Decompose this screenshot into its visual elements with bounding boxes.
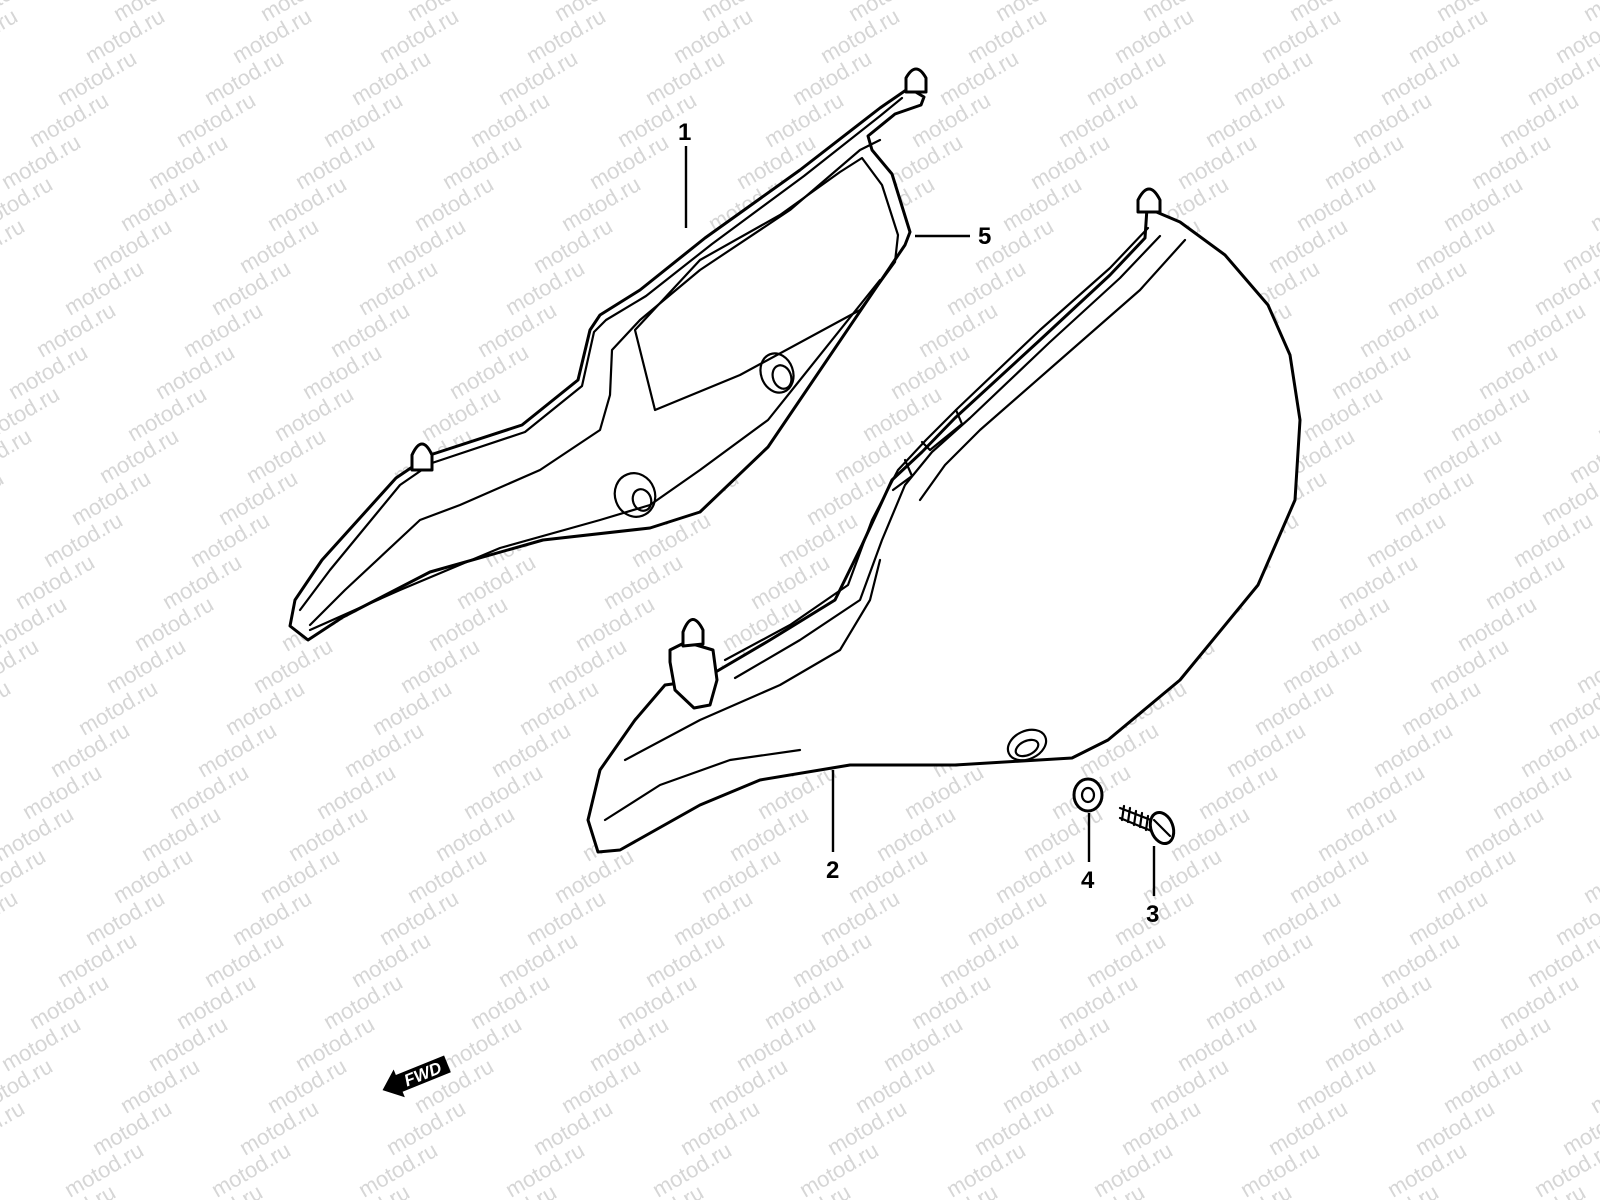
- watermark-text: motod.ru: [0, 1137, 1, 1200]
- watermark-text: motod.ru: [1586, 1053, 1600, 1118]
- callout-4: 4: [1081, 867, 1095, 894]
- watermark-text: motod.ru: [1593, 381, 1600, 446]
- part-4-washer: [1072, 777, 1104, 813]
- part-2-side-cover: [586, 187, 1302, 854]
- watermark-text: motod.ru: [1579, 843, 1600, 908]
- watermark-text: motod.ru: [1586, 171, 1600, 236]
- watermark-text: motod.ru: [0, 3, 22, 68]
- leader-lines: [684, 146, 1156, 896]
- watermark-text: motod.ru: [0, 1095, 29, 1160]
- callout-5: 5: [978, 223, 991, 250]
- watermark-text: motod.ru: [0, 423, 36, 488]
- callout-3: 3: [1146, 901, 1159, 928]
- watermark-text: motod.ru: [0, 885, 22, 950]
- part-3-screw: [1118, 804, 1176, 845]
- watermark-text: motod.ru: [0, 255, 1, 320]
- callout-labels: 1 2 3 4 5: [678, 119, 1159, 928]
- callout-2: 2: [826, 857, 839, 884]
- watermark-text: motod.ru: [0, 465, 8, 530]
- part-1-frame-cover: [288, 67, 928, 642]
- callout-1: 1: [678, 119, 691, 146]
- watermark-text: motod.ru: [0, 675, 15, 740]
- watermark-text: motod.ru: [0, 213, 29, 278]
- fwd-arrow-icon: [382, 1055, 451, 1098]
